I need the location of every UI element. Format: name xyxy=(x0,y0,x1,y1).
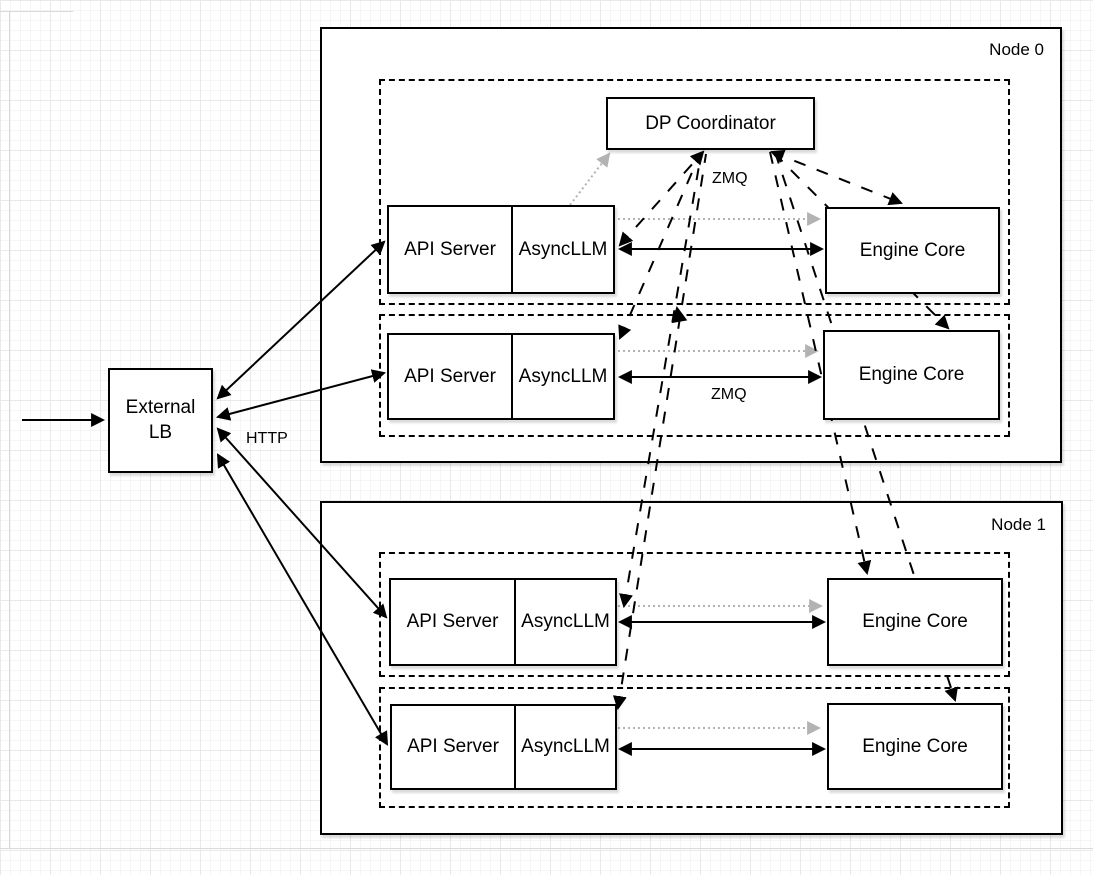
engine-core-n1r1: Engine Core xyxy=(827,578,1003,666)
engine-core-label: Engine Core xyxy=(858,364,965,385)
page-boundary-vertical xyxy=(9,11,10,848)
api-server-cell: API Server xyxy=(392,706,514,788)
page-boundary-horizontal xyxy=(0,848,1093,849)
engine-core-label: Engine Core xyxy=(862,611,968,632)
engine-core-label: Engine Core xyxy=(859,239,966,261)
api-server-cell: API Server xyxy=(389,207,511,292)
http-label: HTTP xyxy=(246,430,288,447)
async-llm-label: AsyncLLM xyxy=(518,238,608,260)
apiserver-asyncllm-n1r2: API Server AsyncLLM xyxy=(390,704,617,790)
apiserver-asyncllm-n1r1: API Server AsyncLLM xyxy=(389,578,617,666)
engine-core-n1r2: Engine Core xyxy=(827,703,1003,790)
async-llm-cell: AsyncLLM xyxy=(511,207,613,292)
apiserver-asyncllm-n0r1: API Server AsyncLLM xyxy=(387,205,615,294)
api-server-label: API Server xyxy=(407,736,499,757)
api-server-cell: API Server xyxy=(391,580,514,664)
async-llm-cell: AsyncLLM xyxy=(514,580,615,664)
zmq-label-coordinator: ZMQ xyxy=(712,170,748,187)
async-llm-label: AsyncLLM xyxy=(521,736,610,757)
engine-core-n0r2: Engine Core xyxy=(823,330,1000,420)
api-server-label: API Server xyxy=(404,238,496,260)
api-server-label: API Server xyxy=(404,365,496,387)
page-boundary-top xyxy=(0,11,73,12)
zmq-label-engine: ZMQ xyxy=(711,386,747,403)
api-server-cell: API Server xyxy=(389,335,511,418)
external-lb-label-line2: LB xyxy=(148,421,173,443)
dp-coordinator-box: DP Coordinator xyxy=(606,97,815,150)
async-llm-cell: AsyncLLM xyxy=(514,706,615,788)
async-llm-label: AsyncLLM xyxy=(518,365,608,387)
engine-core-label: Engine Core xyxy=(862,735,968,757)
external-lb-label-line1: External xyxy=(125,396,196,418)
async-llm-label: AsyncLLM xyxy=(521,611,610,632)
node0-label: Node 0 xyxy=(989,40,1044,59)
engine-core-n0r1: Engine Core xyxy=(825,207,1000,294)
apiserver-asyncllm-n0r2: API Server AsyncLLM xyxy=(387,333,615,420)
api-server-label: API Server xyxy=(406,611,499,632)
async-llm-cell: AsyncLLM xyxy=(511,335,613,418)
dp-coordinator-label: DP Coordinator xyxy=(645,112,776,134)
node1-label: Node 1 xyxy=(991,515,1046,534)
external-lb-box: External LB xyxy=(108,368,213,473)
